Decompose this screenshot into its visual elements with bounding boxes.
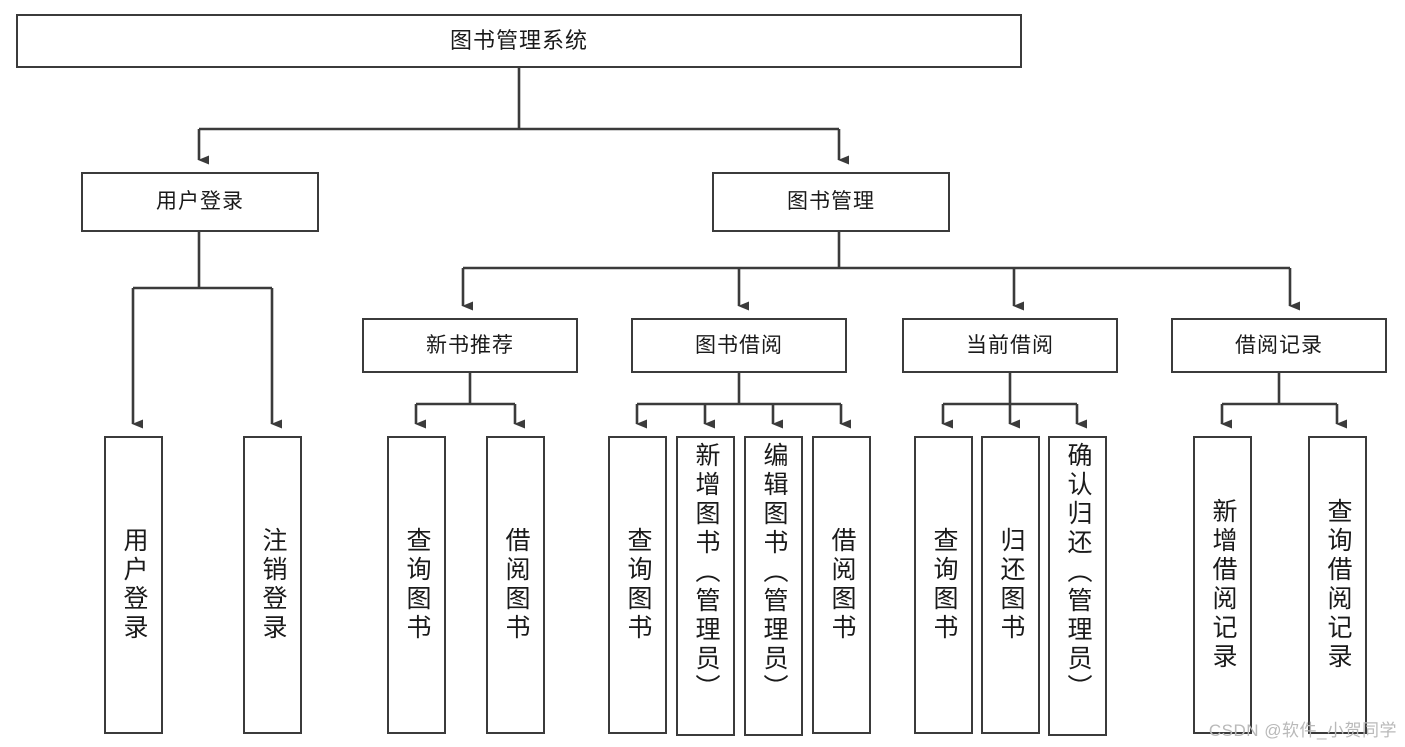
node-label: 借阅记录 <box>1235 333 1323 357</box>
node-label: 借阅图书 <box>502 527 530 643</box>
vertical-text-wrap: 新增借阅记录 <box>1195 438 1250 732</box>
node-new-book-recommend[interactable]: 新书推荐 <box>362 318 578 373</box>
leaf-user-login-login[interactable]: 用户登录 <box>104 436 163 734</box>
node-root-system[interactable]: 图书管理系统 <box>16 14 1022 68</box>
leaf-borrow-edit-book-admin[interactable]: 编辑图书（管理员） <box>744 436 803 736</box>
leaf-borrow-borrow-book[interactable]: 借阅图书 <box>812 436 871 734</box>
node-book-borrow[interactable]: 图书借阅 <box>631 318 847 373</box>
leaf-record-add-record[interactable]: 新增借阅记录 <box>1193 436 1252 734</box>
vertical-text-wrap: 归还图书 <box>983 438 1038 732</box>
node-label: 图书借阅 <box>695 333 783 357</box>
vertical-text-wrap: 确认归还（管理员） <box>1050 438 1105 734</box>
vertical-text-wrap: 查询图书 <box>610 438 665 732</box>
vertical-text-wrap: 查询借阅记录 <box>1310 438 1365 732</box>
node-label: 查询图书 <box>403 527 431 643</box>
node-label: 归还图书 <box>997 527 1025 643</box>
node-label: 当前借阅 <box>966 333 1054 357</box>
leaf-current-return-book[interactable]: 归还图书 <box>981 436 1040 734</box>
leaf-current-query-book[interactable]: 查询图书 <box>914 436 973 734</box>
leaf-user-login-logout[interactable]: 注销登录 <box>243 436 302 734</box>
vertical-text-wrap: 用户登录 <box>106 438 161 732</box>
node-label: 确认归还（管理员） <box>1064 442 1092 703</box>
node-label: 新增借阅记录 <box>1209 498 1237 672</box>
leaf-borrow-add-book-admin[interactable]: 新增图书（管理员） <box>676 436 735 736</box>
node-label: 查询借阅记录 <box>1324 498 1352 672</box>
leaf-current-confirm-return-admin[interactable]: 确认归还（管理员） <box>1048 436 1107 736</box>
node-label: 借阅图书 <box>828 527 856 643</box>
vertical-text-wrap: 编辑图书（管理员） <box>746 438 801 734</box>
leaf-borrow-query-book[interactable]: 查询图书 <box>608 436 667 734</box>
node-label: 用户登录 <box>120 527 148 643</box>
watermark-text: CSDN @软件_小贺同学 <box>1208 721 1397 740</box>
node-label: 用户登录 <box>156 190 244 214</box>
node-user-login[interactable]: 用户登录 <box>81 172 319 232</box>
vertical-text-wrap: 新增图书（管理员） <box>678 438 733 734</box>
node-label: 查询图书 <box>930 527 958 643</box>
leaf-new-book-query-book[interactable]: 查询图书 <box>387 436 446 734</box>
vertical-text-wrap: 借阅图书 <box>814 438 869 732</box>
node-book-management[interactable]: 图书管理 <box>712 172 950 232</box>
node-label: 图书管理 <box>787 190 875 214</box>
node-label: 编辑图书（管理员） <box>760 442 788 703</box>
leaf-new-book-borrow-book[interactable]: 借阅图书 <box>486 436 545 734</box>
node-label: 新增图书（管理员） <box>692 442 720 703</box>
node-label: 图书管理系统 <box>449 27 588 53</box>
leaf-record-query-record[interactable]: 查询借阅记录 <box>1308 436 1367 734</box>
vertical-text-wrap: 注销登录 <box>245 438 300 732</box>
vertical-text-wrap: 借阅图书 <box>488 438 543 732</box>
node-current-borrow[interactable]: 当前借阅 <box>902 318 1118 373</box>
node-borrow-record[interactable]: 借阅记录 <box>1171 318 1387 373</box>
node-label: 注销登录 <box>259 527 287 643</box>
node-label: 查询图书 <box>624 527 652 643</box>
vertical-text-wrap: 查询图书 <box>389 438 444 732</box>
vertical-text-wrap: 查询图书 <box>916 438 971 732</box>
node-label: 新书推荐 <box>426 333 514 357</box>
